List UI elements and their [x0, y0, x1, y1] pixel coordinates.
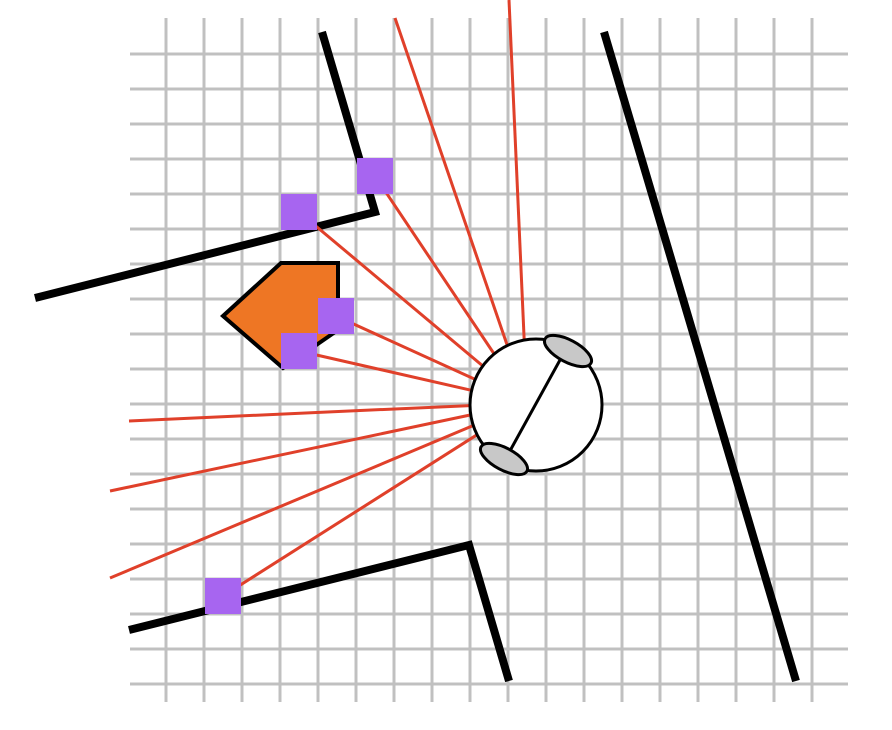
right-wall: [600, 30, 800, 683]
upper-left-wall: [34, 30, 381, 302]
lidar-hit-markers: [205, 158, 393, 614]
lidar-hit-marker: [281, 333, 317, 369]
occupancy-grid: [130, 18, 848, 702]
lidar-rays: [109, 0, 529, 598]
lidar-ray: [393, 17, 529, 404]
lidar-hit-marker: [357, 158, 393, 194]
lidar-ray: [507, 0, 529, 404]
lidar-ray: [128, 401, 528, 423]
lidar-hit-marker: [281, 194, 317, 230]
lidar-hit-marker: [318, 298, 354, 334]
robot-icon: [468, 333, 604, 477]
lidar-ray: [109, 401, 528, 580]
robot-axle: [509, 359, 562, 450]
walls: [34, 30, 800, 683]
lidar-hit-marker: [205, 578, 241, 614]
lidar-ray: [109, 401, 528, 493]
top-wheel: [542, 333, 594, 369]
bottom-wheel: [478, 441, 530, 477]
lower-left-wall: [128, 540, 513, 683]
